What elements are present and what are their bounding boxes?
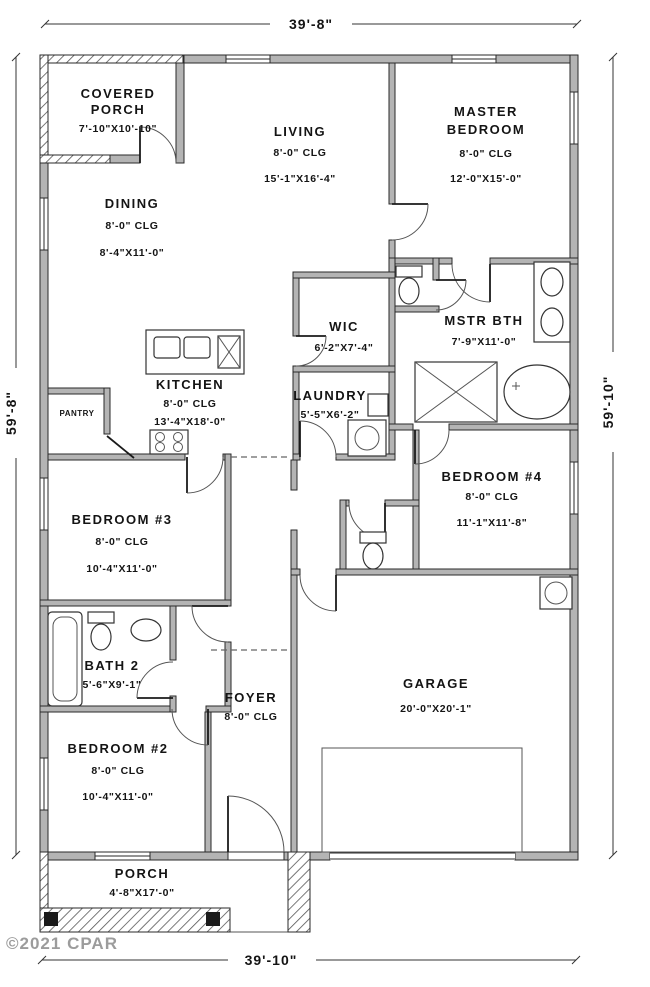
label-foyer: FOYER	[225, 690, 277, 705]
dimension-left: 59'-8"	[3, 52, 21, 860]
porch-post	[206, 912, 220, 926]
svg-text:BEDROOM: BEDROOM	[447, 122, 525, 137]
label-master-bedroom: MASTER	[454, 104, 518, 119]
window-bedroom2-left	[39, 757, 49, 811]
dimension-right: 59'-10"	[600, 52, 618, 860]
fixtures	[47, 261, 573, 853]
toilet-hall-bath	[359, 531, 387, 570]
toilet-water-closet	[395, 265, 423, 305]
window-bedroom3	[39, 477, 49, 531]
window-dining	[39, 197, 49, 251]
dimension-bottom-label: 39'-10"	[245, 952, 298, 968]
door-hallway	[191, 605, 229, 643]
window-bedroom4	[569, 461, 579, 515]
svg-text:10'-4"X11'-0": 10'-4"X11'-0"	[82, 791, 153, 803]
door-laundry	[299, 420, 337, 458]
label-kitchen: KITCHEN	[156, 377, 224, 392]
doors	[106, 126, 515, 861]
svg-text:5'-5"X6'-2": 5'-5"X6'-2"	[301, 409, 360, 421]
door-bath2	[136, 661, 174, 699]
dimension-bottom: 39'-10"	[37, 952, 581, 968]
svg-text:8'-0" CLG: 8'-0" CLG	[224, 711, 277, 723]
dimension-top-label: 39'-8"	[289, 16, 333, 32]
bath2-tub	[47, 611, 83, 707]
svg-text:8'-0" CLG: 8'-0" CLG	[163, 398, 216, 410]
label-bedroom2: BEDROOM #2	[68, 741, 169, 756]
room-labels: COVERED PORCH 7'-10"X10'-10" LIVING 8'-0…	[60, 86, 543, 899]
dimension-top: 39'-8"	[40, 16, 582, 32]
svg-text:8'-0" CLG: 8'-0" CLG	[459, 148, 512, 160]
label-pantry: PANTRY	[60, 409, 95, 418]
door-master-bedroom	[391, 203, 429, 241]
svg-text:15'-1"X16'-4": 15'-1"X16'-4"	[264, 173, 336, 185]
door-bedroom4	[414, 429, 450, 465]
watermark: ©2021 CPAR	[6, 934, 118, 953]
label-wic: WIC	[329, 319, 359, 334]
svg-text:11'-1"X11'-8": 11'-1"X11'-8"	[457, 517, 528, 529]
label-bedroom3: BEDROOM #3	[72, 512, 173, 527]
svg-text:7'-9"X11'-0": 7'-9"X11'-0"	[452, 336, 517, 348]
door-wic	[295, 335, 327, 367]
dimension-left-label: 59'-8"	[3, 391, 19, 435]
window-master-right	[569, 91, 579, 145]
svg-text:8'-0" CLG: 8'-0" CLG	[95, 536, 148, 548]
dashed-lines	[211, 456, 291, 651]
label-bedroom4: BEDROOM #4	[442, 469, 543, 484]
master-vanity	[533, 261, 571, 343]
window-master-top	[451, 54, 497, 64]
garage-door-zone	[321, 747, 523, 853]
label-master-bath: MSTR BTH	[444, 313, 523, 328]
door-porch-dining	[139, 126, 177, 164]
door-bedroom2	[171, 708, 209, 746]
washer	[347, 393, 389, 457]
garage-door	[330, 852, 515, 860]
label-bath2: BATH 2	[85, 658, 140, 673]
window-living	[225, 54, 271, 64]
door-front-entry	[227, 795, 285, 861]
label-laundry: LAUNDRY	[293, 388, 367, 403]
svg-text:PORCH: PORCH	[91, 102, 145, 117]
svg-text:8'-0" CLG: 8'-0" CLG	[273, 147, 326, 159]
label-living: LIVING	[274, 124, 326, 139]
door-garage-entry	[299, 574, 337, 612]
water-heater	[539, 576, 573, 610]
svg-text:8'-0" CLG: 8'-0" CLG	[91, 765, 144, 777]
label-covered-porch: COVERED	[81, 86, 156, 101]
dimension-right-label: 59'-10"	[600, 376, 616, 429]
svg-text:10'-4"X11'-0": 10'-4"X11'-0"	[86, 563, 157, 575]
label-garage: GARAGE	[403, 676, 469, 691]
door-bedroom3	[186, 456, 224, 494]
stove	[149, 429, 189, 455]
bath2-toilet	[87, 611, 115, 651]
window-bedroom2-porch	[94, 851, 151, 861]
master-tub	[503, 364, 571, 420]
svg-text:20'-0"X20'-1": 20'-0"X20'-1"	[400, 703, 472, 715]
pantry-door	[106, 435, 135, 459]
svg-text:8'-0" CLG: 8'-0" CLG	[105, 220, 158, 232]
porch-post	[44, 912, 58, 926]
door-water-closet	[435, 279, 467, 311]
svg-text:13'-4"X18'-0": 13'-4"X18'-0"	[154, 416, 226, 428]
svg-text:5'-6"X9'-1": 5'-6"X9'-1"	[83, 679, 142, 691]
svg-text:4'-8"X17'-0": 4'-8"X17'-0"	[109, 887, 174, 899]
label-porch: PORCH	[115, 866, 169, 881]
svg-text:8'-4"X11'-0": 8'-4"X11'-0"	[100, 247, 165, 259]
porch-hatched-walls	[39, 54, 311, 933]
svg-text:12'-0"X15'-0": 12'-0"X15'-0"	[450, 173, 522, 185]
label-dining: DINING	[105, 196, 160, 211]
master-shower	[414, 361, 498, 423]
svg-text:8'-0" CLG: 8'-0" CLG	[465, 491, 518, 503]
door-master-bath	[451, 263, 491, 303]
svg-text:7'-10"X10'-10": 7'-10"X10'-10"	[79, 123, 157, 135]
bath2-sink	[130, 618, 162, 642]
windows	[39, 54, 579, 861]
svg-text:6'-2"X7'-4": 6'-2"X7'-4"	[315, 342, 374, 354]
kitchen-island	[145, 329, 245, 375]
